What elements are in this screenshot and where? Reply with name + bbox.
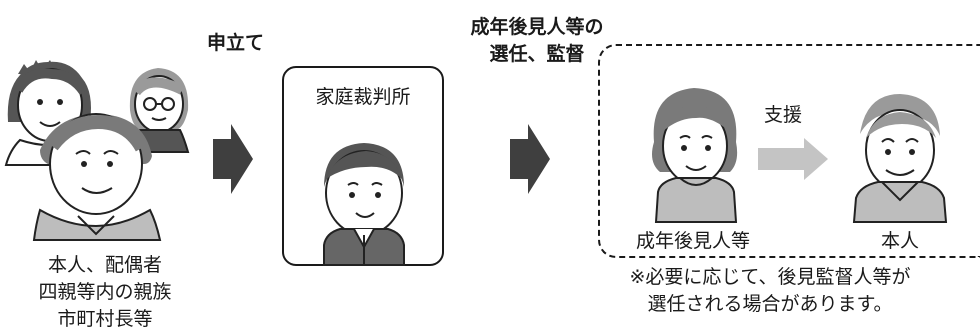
petition-arrow (213, 124, 253, 194)
appointment-label-line: 選任、監督 (489, 43, 585, 65)
support-label: 支援 (764, 104, 803, 126)
guardian-group-box (598, 44, 980, 258)
supervisor-note-line: 選任される場合があります。 (647, 293, 893, 315)
applicant-label: 市町村長等 (57, 308, 153, 330)
guardian-figure (652, 88, 738, 223)
applicant-label: 本人、配偶者 (47, 254, 162, 276)
appointment-label: 成年後見人等の 選任、監督 (452, 14, 622, 68)
supervisor-note: ※必要に応じて、後見監督人等が 選任される場合があります。 (600, 264, 940, 318)
appointment-label-line: 成年後見人等の (470, 16, 604, 38)
support-arrow (758, 138, 828, 180)
applicant-label: 四親等内の親族 (38, 281, 172, 303)
guardian-label: 成年後見人等 (635, 230, 750, 252)
protected-person-label: 本人 (880, 230, 919, 252)
family-court-label: 家庭裁判所 (315, 86, 411, 108)
elderly-man-figure (32, 113, 162, 241)
petition-label: 申立て (207, 32, 265, 54)
applicants-illustration (0, 30, 210, 250)
judge-figure (323, 143, 405, 266)
protected-person-figure (852, 94, 948, 223)
family-court-box: 家庭裁判所 (282, 66, 444, 266)
elderly-woman-figure (129, 68, 190, 153)
applicant-label-list: 本人、配偶者 四親等内の親族 市町村長等 (0, 252, 210, 333)
appointment-arrow (510, 124, 550, 194)
supervisor-note-line: ※必要に応じて、後見監督人等が (629, 266, 911, 288)
